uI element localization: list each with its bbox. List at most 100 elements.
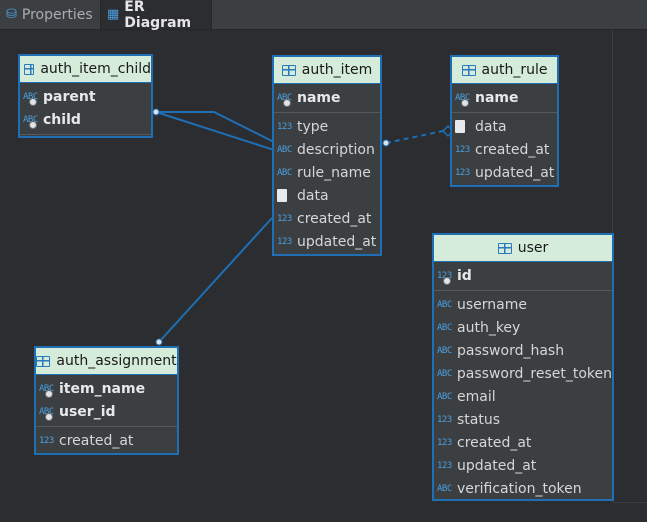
string-type-icon: ABC xyxy=(23,92,41,106)
numeric-type-icon: 123 xyxy=(277,121,292,132)
column-name: name xyxy=(475,89,519,106)
column-name: username xyxy=(457,296,527,313)
column-name: password_reset_token xyxy=(456,365,612,382)
column-row[interactable]: 123 created_at xyxy=(36,429,177,452)
string-type-icon: ABC xyxy=(277,93,295,107)
column-section xyxy=(20,135,151,141)
diagram-icon: ▦ xyxy=(107,7,120,22)
column-row[interactable]: 123 type xyxy=(274,115,380,138)
string-type-icon: ABC xyxy=(437,322,452,333)
tab-er-diagram[interactable]: ▦ ER Diagram xyxy=(100,0,212,31)
tab-properties[interactable]: ⛁ Properties xyxy=(0,0,100,29)
entity-title: auth_item_child xyxy=(40,61,151,77)
numeric-type-icon: 123 xyxy=(437,271,455,285)
document-type-icon xyxy=(455,120,473,133)
numeric-type-icon: 123 xyxy=(437,437,452,448)
numeric-type-icon: 123 xyxy=(277,213,292,224)
column-row[interactable]: ABC password_reset_token xyxy=(434,362,612,385)
column-section: 123 created_at xyxy=(36,427,177,455)
column-name: type xyxy=(297,118,329,135)
primary-key-icon xyxy=(443,276,451,285)
database-icon: ⛁ xyxy=(6,7,17,22)
string-type-icon: ABC xyxy=(23,115,41,129)
column-name: status xyxy=(457,411,501,428)
column-row[interactable]: 123 updated_at xyxy=(452,161,557,184)
entity-header: auth_item xyxy=(274,57,380,84)
table-icon xyxy=(36,355,51,367)
canvas-boundary xyxy=(612,30,647,503)
numeric-type-icon: 123 xyxy=(437,414,452,425)
entity-title: auth_rule xyxy=(481,62,548,78)
column-row[interactable]: ABC verification_token xyxy=(434,477,612,500)
column-row[interactable]: 123 updated_at xyxy=(274,230,380,253)
entity-title: auth_assignment xyxy=(56,353,177,369)
column-name: updated_at xyxy=(475,164,555,181)
primary-key-icon xyxy=(461,98,469,107)
entity-header: auth_assignment xyxy=(36,348,177,375)
column-name: data xyxy=(475,118,507,135)
column-name: child xyxy=(43,111,81,128)
column-name: created_at xyxy=(475,141,550,158)
tab-er-diagram-label: ER Diagram xyxy=(124,0,192,31)
primary-key-icon xyxy=(45,412,53,421)
column-row[interactable]: data xyxy=(274,184,380,207)
string-type-icon: ABC xyxy=(437,368,452,379)
column-name: created_at xyxy=(457,434,532,451)
column-row[interactable]: ABC username xyxy=(434,293,612,316)
numeric-type-icon: 123 xyxy=(455,167,470,178)
entity-header: auth_item_child xyxy=(20,56,151,83)
column-name: created_at xyxy=(59,432,134,449)
column-name: verification_token xyxy=(457,480,582,497)
column-row[interactable]: data xyxy=(452,115,557,138)
table-icon xyxy=(461,64,476,76)
column-row[interactable]: 123 created_at xyxy=(434,431,612,454)
numeric-type-icon: 123 xyxy=(277,236,292,247)
entity-header: user xyxy=(434,235,612,262)
primary-key-icon xyxy=(283,98,291,107)
tab-properties-label: Properties xyxy=(21,6,93,23)
column-name: password_hash xyxy=(457,342,565,359)
column-row[interactable]: 123 created_at xyxy=(274,207,380,230)
column-name: item_name xyxy=(59,380,146,397)
column-name: updated_at xyxy=(457,457,537,474)
string-type-icon: ABC xyxy=(39,384,57,398)
string-type-icon: ABC xyxy=(455,93,473,107)
string-type-icon: ABC xyxy=(39,407,57,421)
string-type-icon: ABC xyxy=(437,483,452,494)
table-icon xyxy=(281,64,296,76)
string-type-icon: ABC xyxy=(437,299,452,310)
column-name: parent xyxy=(43,88,96,105)
table-icon xyxy=(24,63,35,75)
primary-key-icon xyxy=(45,389,53,398)
column-row[interactable]: 123 status xyxy=(434,408,612,431)
column-name: updated_at xyxy=(297,233,377,250)
numeric-type-icon: 123 xyxy=(39,435,54,446)
primary-key-icon xyxy=(29,120,37,129)
column-name: created_at xyxy=(297,210,372,227)
